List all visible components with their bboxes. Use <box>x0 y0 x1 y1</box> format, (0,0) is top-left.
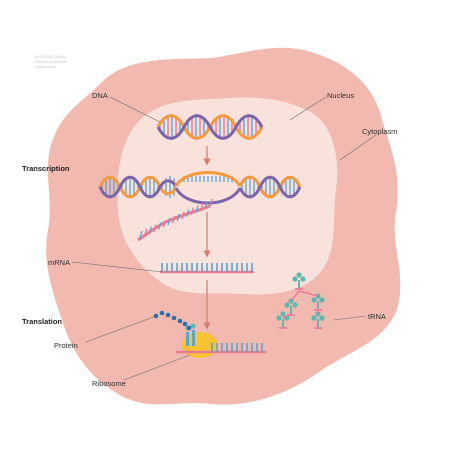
nucleus <box>117 97 338 295</box>
label-protein: Protein <box>54 341 78 350</box>
nascent-rna-base <box>153 224 157 232</box>
nascent-rna-base <box>162 220 166 228</box>
nascent-rna-base <box>148 226 152 234</box>
amino-acid <box>177 318 183 324</box>
nascent-rna-base <box>209 198 213 207</box>
nascent-rna-base <box>200 203 204 211</box>
amino-acid <box>186 325 192 331</box>
leader-dna <box>109 96 161 123</box>
leader-protein <box>85 315 157 343</box>
trna-stem <box>317 301 319 309</box>
nascent-rna-base <box>144 228 148 237</box>
label-dna: DNA <box>92 91 108 100</box>
trna-loop <box>292 302 298 308</box>
nascent-rna-base <box>172 215 176 224</box>
watermark-line-2: Genome Medicine <box>35 59 68 64</box>
nascent-rna-base <box>204 200 208 209</box>
nascent-rna-base <box>158 222 162 230</box>
trna-stem <box>282 319 284 327</box>
trna-loop <box>276 315 282 321</box>
tx-right-strand-purple <box>238 175 302 199</box>
tx-right-strand-orange <box>238 175 302 199</box>
label-nucleus: Nucleus <box>327 91 354 100</box>
trna-molecule <box>276 311 290 329</box>
label-transcription: Transcription <box>22 164 70 173</box>
label-translation: Translation <box>22 317 62 326</box>
trna-stem <box>290 306 292 314</box>
trna-loop <box>280 311 286 317</box>
leader-lines <box>71 96 377 381</box>
dna-helix-top <box>156 114 264 140</box>
nascent-rna-base <box>176 213 180 222</box>
trna-loop <box>292 276 298 282</box>
watermark-line-1: INTERNATIONAL <box>35 54 67 59</box>
leader-cytoplasm <box>339 134 377 161</box>
nascent-rna-base <box>190 207 194 215</box>
trna-stem <box>298 280 300 288</box>
nascent-rna-base <box>167 218 171 226</box>
trna-loop <box>284 302 290 308</box>
transcription-bubble <box>98 171 302 242</box>
watermark: INTERNATIONAL Genome Medicine Diagnostic… <box>35 54 68 69</box>
nascent-rna-rungs <box>139 198 213 239</box>
label-trna: tRNA <box>368 312 386 321</box>
translation-complex <box>176 323 266 358</box>
label-cytoplasm: Cytoplasm <box>362 127 397 136</box>
mrna-strand <box>160 263 254 274</box>
label-mrna: mRNA <box>48 258 70 267</box>
label-ribosome: Ribosome <box>92 379 126 388</box>
amino-acid <box>182 321 188 327</box>
dna-strand-purple <box>156 114 264 140</box>
amino-acid <box>159 310 165 316</box>
tx-left-strand-purple <box>98 175 178 199</box>
protein-chain <box>153 310 192 331</box>
trna-loop <box>319 297 325 303</box>
trna-loop <box>311 315 317 321</box>
leader-ribosome <box>123 354 191 381</box>
trna-loop <box>296 272 302 278</box>
leader-mrna <box>71 261 163 273</box>
trna-molecule <box>311 311 325 329</box>
trna-connector <box>298 290 319 297</box>
trna-group <box>276 272 325 329</box>
trna-loop <box>300 276 306 282</box>
nascent-rna-base <box>195 205 199 213</box>
amino-acid <box>165 312 171 318</box>
nascent-rna-base <box>186 209 190 217</box>
tx-bubble-lower <box>174 187 242 205</box>
watermark-line-3: Diagnostics <box>35 64 56 69</box>
mrna-rungs <box>161 263 253 272</box>
leader-nucleus <box>289 96 327 121</box>
trna-loop <box>319 315 325 321</box>
translation-mrna-rungs <box>211 343 263 352</box>
trna-connector <box>290 290 300 302</box>
trna-loop <box>311 297 317 303</box>
leader-trna <box>333 315 367 321</box>
trna-connector <box>282 313 292 319</box>
tx-bubble-upper <box>174 171 242 187</box>
trna-molecule <box>292 272 306 290</box>
amino-acid <box>171 315 177 321</box>
nascent-rna-base <box>139 230 143 239</box>
nascent-rna-base <box>181 211 185 219</box>
trna-stem <box>317 319 319 327</box>
